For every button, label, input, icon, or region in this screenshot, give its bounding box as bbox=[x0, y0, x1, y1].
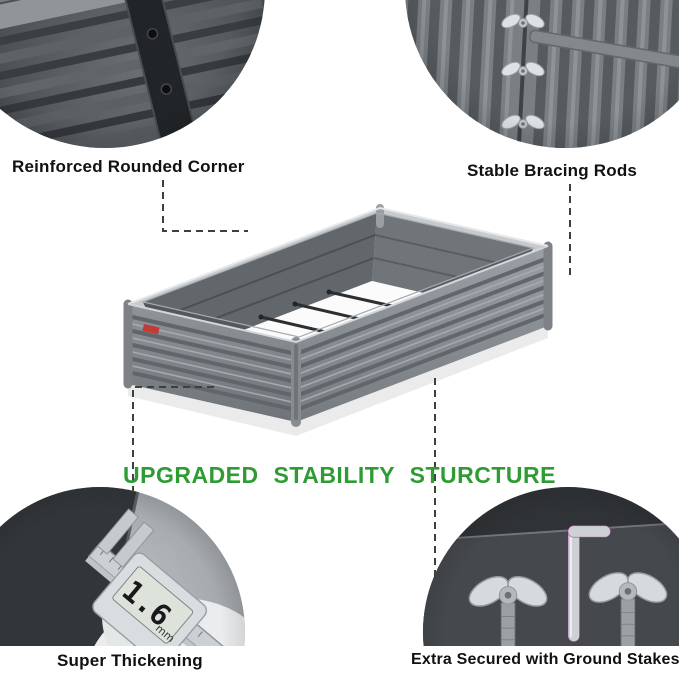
garden-bed-product-image bbox=[118, 196, 578, 496]
rods-callout-label: Stable Bracing Rods bbox=[467, 161, 638, 180]
stakes-callout-label: Extra Secured with Ground Stakes bbox=[411, 651, 679, 668]
connector-corner bbox=[162, 180, 248, 232]
page-title: UPGRADED STABILITY STURCTURE bbox=[123, 462, 556, 488]
corner-callout-label: Reinforced Rounded Corner bbox=[12, 157, 245, 176]
garden-bed-illustration bbox=[123, 204, 553, 436]
bottom-label-strip bbox=[0, 646, 679, 680]
connector-thickening bbox=[132, 386, 214, 492]
thickening-callout-label: Super Thickening bbox=[57, 651, 203, 670]
brand-logo bbox=[142, 324, 160, 335]
